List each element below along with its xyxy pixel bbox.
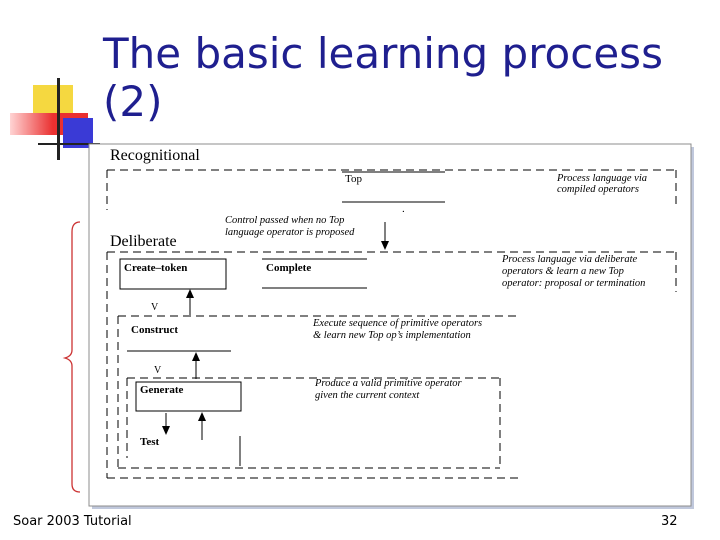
logo-vertical-line: [57, 78, 60, 160]
recognitional-label: Recognitional: [110, 147, 200, 164]
down-tick-2: V: [154, 365, 162, 376]
recognitional-note-line-2: compiled operators: [557, 184, 639, 195]
left-brace: [62, 221, 81, 493]
deliberate-note-line-2: operators & learn a new Top: [502, 266, 624, 277]
create-token-label: Create–token: [124, 262, 187, 274]
generate-box: [135, 381, 242, 412]
slide-title: The basic learning process (2): [103, 29, 663, 126]
deliberate-label: Deliberate: [110, 233, 177, 250]
test-to-generate-arrowhead: [198, 412, 206, 421]
construct-label: Construct: [131, 324, 178, 336]
complete-label: Complete: [266, 262, 311, 274]
deliberate-note-line-3: operator: proposal or termination: [502, 278, 645, 289]
generate-to-test-arrowhead: [162, 426, 170, 435]
top-dot: .: [402, 203, 405, 215]
create-token-box: [119, 258, 227, 290]
control-note-line-1: Control passed when no Top: [225, 215, 344, 226]
top-label: Top: [345, 173, 362, 185]
footer-text: Soar 2003 Tutorial: [13, 514, 132, 529]
generate-note-line-1: Produce a valid primitive operator: [314, 378, 462, 389]
generate-label: Generate: [140, 384, 183, 396]
down-tick-1: V: [151, 302, 159, 313]
construct-note-line-2: & learn new Top op’s implementation: [313, 330, 471, 341]
frame: [88, 143, 692, 507]
construct-note-line-1: Execute sequence of primitive operators: [312, 318, 482, 329]
recognitional-note-line-1: Process language via: [556, 173, 647, 184]
test-label: Test: [140, 436, 159, 448]
top-to-deliberate-arrowhead: [381, 241, 389, 250]
generate-to-construct-arrowhead: [192, 352, 200, 361]
construct-to-create-token-arrowhead: [186, 289, 194, 298]
control-note-line-2: language operator is proposed: [225, 227, 355, 238]
generate-note-line-2: given the current context: [315, 390, 420, 401]
page-number: 32: [661, 514, 678, 529]
logo-horizontal-line: [38, 143, 100, 145]
deliberate-note-line-1: Process language via deliberate: [501, 254, 638, 265]
